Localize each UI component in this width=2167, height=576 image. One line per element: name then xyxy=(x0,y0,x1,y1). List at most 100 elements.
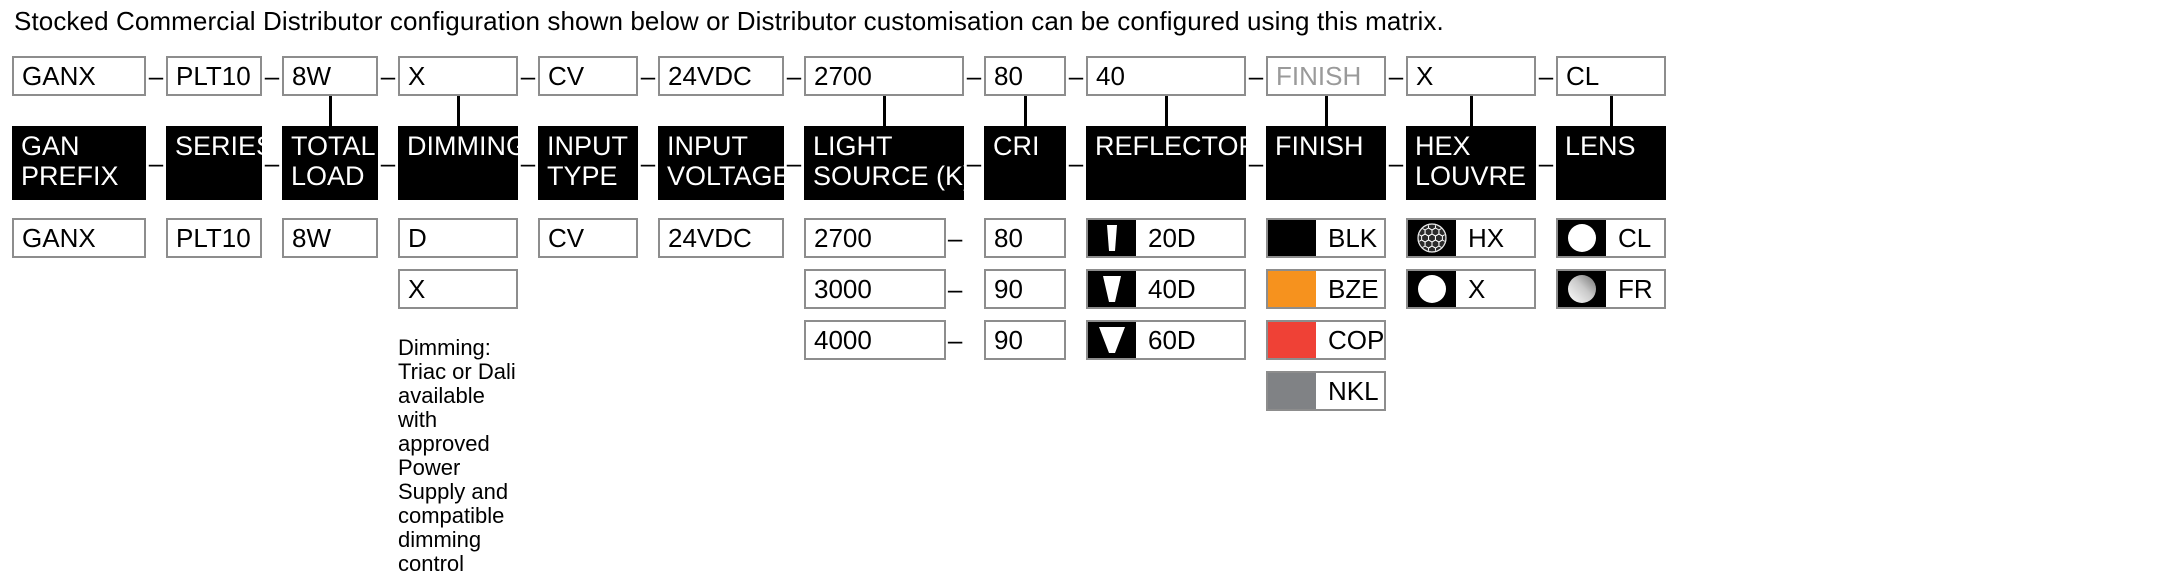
header-separator: – xyxy=(520,148,536,178)
code-separator: – xyxy=(786,61,802,91)
option-label: CL xyxy=(1618,222,1652,253)
header-separator: – xyxy=(1248,148,1264,178)
header-separator: – xyxy=(1538,148,1554,178)
option-lens-cl[interactable]: CL xyxy=(1556,218,1666,258)
code-input-input_type[interactable]: CV xyxy=(538,56,638,96)
option-row: 60D xyxy=(1086,320,1246,360)
column-header-series: SERIES xyxy=(166,126,275,200)
separator-gap xyxy=(1386,96,1406,126)
option-finish-nkl[interactable]: NKL xyxy=(1266,371,1386,411)
separator-gap xyxy=(1246,96,1266,126)
column-header-line: LOUVRE xyxy=(1415,161,1527,191)
code-input-hex_louvre[interactable]: X xyxy=(1406,56,1536,96)
code-input-light_source[interactable]: 2700 xyxy=(804,56,964,96)
separator-column: –– xyxy=(1386,56,1406,200)
option-cri-80[interactable]: 80 xyxy=(984,218,1066,258)
code-separator: – xyxy=(1388,61,1404,91)
option-cri-90[interactable]: 90 xyxy=(984,269,1066,309)
option-row: X xyxy=(398,269,518,309)
option-label: D xyxy=(408,222,427,253)
option-list-input_voltage: 24VDC xyxy=(658,218,784,258)
separator-gap xyxy=(784,96,804,126)
option-light_source-4000[interactable]: 4000 xyxy=(804,320,947,360)
column-header-line: GAN xyxy=(21,131,80,161)
option-gan_prefix-ganx[interactable]: GANX xyxy=(12,218,146,258)
option-row: 8W xyxy=(282,218,378,258)
header-separator: – xyxy=(264,148,280,178)
column-header-line: LIGHT xyxy=(813,131,893,161)
code-input-lens[interactable]: CL xyxy=(1556,56,1666,96)
code-input-total_load[interactable]: 8W xyxy=(282,56,378,96)
separator-gap xyxy=(146,96,166,126)
option-row: CL xyxy=(1556,218,1666,258)
option-row: COP xyxy=(1266,320,1386,360)
option-row: 90 xyxy=(984,320,1066,360)
header-separator: – xyxy=(380,148,396,178)
column-header-line xyxy=(407,161,509,191)
option-row: GANX xyxy=(12,218,146,258)
colour-swatch-icon xyxy=(1268,322,1316,358)
code-input-input_voltage[interactable]: 24VDC xyxy=(658,56,784,96)
option-light_source-3000[interactable]: 3000 xyxy=(804,269,947,309)
column-header-line: TOTAL xyxy=(291,131,376,161)
code-input-series[interactable]: PLT10 xyxy=(166,56,262,96)
option-input_voltage-24vdc[interactable]: 24VDC xyxy=(658,218,784,258)
option-reflector-60d[interactable]: 60D xyxy=(1086,320,1246,360)
option-dimming-x[interactable]: X xyxy=(398,269,518,309)
option-list-finish: BLK BZE COP NKL xyxy=(1266,218,1386,411)
code-input-gan_prefix[interactable]: GANX xyxy=(12,56,146,96)
option-cri-90[interactable]: 90 xyxy=(984,320,1066,360)
code-input-finish[interactable]: FINISH xyxy=(1266,56,1386,96)
column-header-finish: FINISH xyxy=(1266,126,1386,200)
option-dimming-d[interactable]: D xyxy=(398,218,518,258)
separator-column: –– xyxy=(378,56,398,200)
colour-swatch-icon xyxy=(1268,271,1316,307)
option-finish-cop[interactable]: COP xyxy=(1266,320,1386,360)
option-series-plt10[interactable]: PLT10 xyxy=(166,218,262,258)
code-input-reflector[interactable]: 40 xyxy=(1086,56,1246,96)
code-separator: – xyxy=(1068,61,1084,91)
header-separator: – xyxy=(786,148,802,178)
separator-gap xyxy=(518,96,538,126)
option-total_load-8w[interactable]: 8W xyxy=(282,218,378,258)
code-separator: – xyxy=(380,61,396,91)
column-header-reflector: REFLECTOR xyxy=(1086,126,1258,200)
separator-column: –– xyxy=(518,56,538,200)
column-header-line xyxy=(993,161,1057,191)
option-light_source-2700[interactable]: 2700 xyxy=(804,218,947,258)
option-hex_louvre-x[interactable]: X xyxy=(1406,269,1536,309)
option-finish-blk[interactable]: BLK xyxy=(1266,218,1386,258)
colour-swatch-icon xyxy=(1268,220,1316,256)
option-list-series: PLT10 xyxy=(166,218,262,258)
column-header-line: INPUT xyxy=(547,131,628,161)
option-label: 60D xyxy=(1148,324,1196,355)
option-hex_louvre-hx[interactable]: HX xyxy=(1406,218,1536,258)
code-separator: – xyxy=(1538,61,1554,91)
connector-line-cri xyxy=(984,96,1066,126)
connector-line-finish xyxy=(1266,96,1386,126)
code-input-cri[interactable]: 80 xyxy=(984,56,1066,96)
option-label: GANX xyxy=(22,222,96,253)
connector-line-reflector xyxy=(1086,96,1246,126)
code-input-dimming[interactable]: X xyxy=(398,56,518,96)
option-finish-bze[interactable]: BZE xyxy=(1266,269,1386,309)
option-reflector-40d[interactable]: 40D xyxy=(1086,269,1246,309)
column-header-line: SERIES xyxy=(175,131,275,161)
option-row: PLT10 xyxy=(166,218,262,258)
option-reflector-20d[interactable]: 20D xyxy=(1086,218,1246,258)
beam-cone-medium-icon xyxy=(1088,271,1136,307)
option-input_type-cv[interactable]: CV xyxy=(538,218,638,258)
column-header-line xyxy=(175,161,253,191)
option-row: 40D xyxy=(1086,269,1246,309)
option-row: 90 xyxy=(984,269,1066,309)
option-label: 8W xyxy=(292,222,331,253)
option-lens-fr[interactable]: FR xyxy=(1556,269,1666,309)
